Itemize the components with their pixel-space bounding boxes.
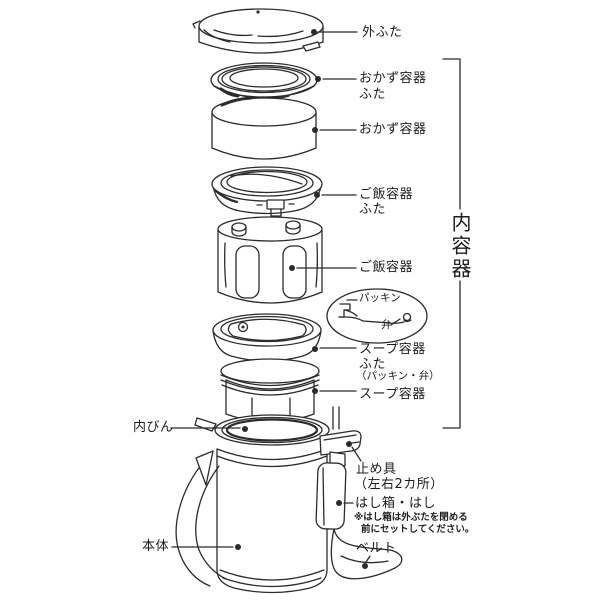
belt-leader [365, 555, 371, 563]
main-body-drawing [216, 448, 328, 594]
shoulder-strap-left-drawing [175, 450, 227, 587]
label-outer-lid: 外ふた [362, 25, 403, 40]
label-chopstick-note-2: 前にセットしてください。 [361, 524, 475, 535]
inner-bottle-drawing [194, 406, 340, 446]
label-side-dish-lid-1: おかず容器 [359, 71, 427, 86]
side-dish-container-drawing [211, 96, 317, 160]
label-chopstick-note-1: ※はし箱は外ぶたを閉める [354, 512, 468, 523]
label-rice-lid-2: ふた [359, 202, 387, 217]
label-soup-container: スープ容器 [359, 387, 426, 402]
label-chopstick-box: はし箱・はし [355, 496, 437, 511]
stopper-latch-drawing [319, 430, 362, 456]
outer-lid-drawing [192, 8, 324, 54]
label-rice-container: ご飯容器 [359, 260, 414, 275]
soup-container-drawing [220, 358, 320, 423]
valve-leader-line [390, 318, 401, 326]
inner-containers-bracket [442, 58, 461, 429]
label-rice-lid-1: ご飯容器 [359, 187, 414, 202]
stopper-leader [351, 446, 362, 462]
chopstick-box-belt-drawing [315, 451, 403, 580]
label-stopper-1: 止め具 [356, 462, 397, 477]
label-valve: 弁 [381, 319, 392, 331]
packing-valve-callout [326, 288, 428, 344]
label-soup-lid-1: スープ容器 [359, 342, 426, 357]
label-packing: パッキン [359, 292, 401, 304]
label-soup-lid-3: （パッキン・弁） [356, 370, 440, 382]
label-belt: ベルト [356, 541, 397, 556]
label-inner-bottle: 内びん [133, 420, 174, 435]
label-side-dish-container: おかず容器 [359, 122, 427, 137]
side-dish-lid-drawing [210, 62, 318, 99]
label-stopper-2: （左右2カ所） [354, 477, 444, 492]
soup-lid-drawing [212, 313, 322, 362]
label-side-dish-lid-2: ふた [359, 87, 387, 102]
label-soup-lid-2: ふた [359, 357, 387, 372]
label-main-body: 本体 [142, 539, 170, 554]
rice-container-drawing [217, 216, 323, 304]
rice-lid-drawing [211, 166, 323, 217]
label-inner-containers: 内容器 [448, 212, 472, 281]
leader-lines [170, 29, 371, 569]
